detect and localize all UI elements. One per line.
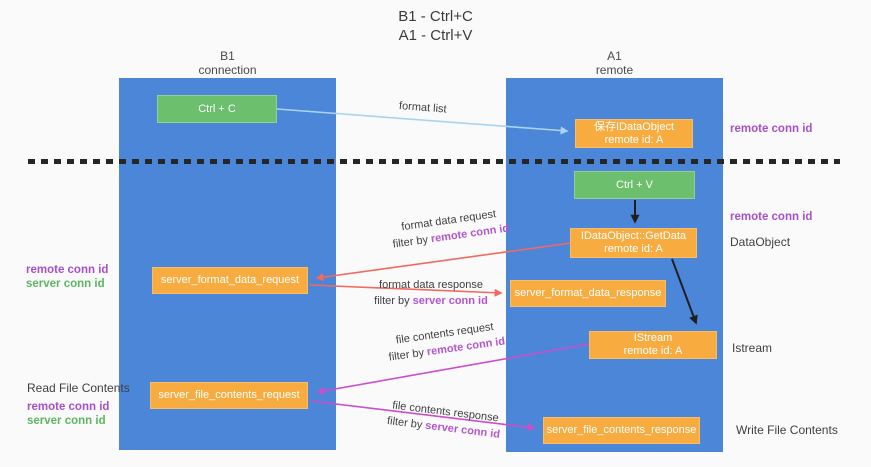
diagram-title: B1 - Ctrl+C A1 - Ctrl+V <box>0 7 871 45</box>
lane-a1-role: remote <box>595 63 634 77</box>
remote-conn-id-label-top: remote conn id <box>730 123 813 135</box>
format-remote-conn-id-label: remote conn id <box>26 264 109 276</box>
server-format-data-request-node: server_format_data_request <box>152 267 308 294</box>
server-format-data-request-label: server_format_data_request <box>160 274 300 286</box>
title-line-1: B1 - Ctrl+C <box>398 8 473 25</box>
read-file-contents-label: Read File Contents <box>27 381 130 395</box>
ctrl-v-node: Ctrl + V <box>574 171 695 199</box>
ctrl-v-label: Ctrl + V <box>616 178 653 191</box>
server-conn-id-key: server conn id <box>412 295 488 307</box>
filter-by-text: filter by <box>392 233 429 251</box>
lane-b1-name: B1 <box>220 49 235 63</box>
idataobject-getdata-node: IDataObject::GetData remote id: A <box>570 228 697 258</box>
lane-a1-name: A1 <box>607 49 622 63</box>
saved-idataobject-line1: 保存IDataObject <box>593 120 675 133</box>
server-file-contents-response-node: server_file_contents_response <box>543 417 700 444</box>
server-file-contents-request-label: server_file_contents_request <box>158 389 300 401</box>
format-conn-id-labels: remote conn id server conn id <box>26 263 108 291</box>
istream-node: IStream remote id: A <box>589 331 717 359</box>
ctrl-c-node: Ctrl + C <box>157 95 277 123</box>
getdata-line1: IDataObject::GetData <box>580 230 687 242</box>
server-format-data-response-node: server_format_data_response <box>510 280 666 307</box>
filter-by-text: filter by <box>386 414 424 432</box>
file-server-conn-id-label: server conn id <box>27 415 106 427</box>
istream-line1: IStream <box>633 332 673 344</box>
ctrl-c-label: Ctrl + C <box>198 102 236 115</box>
dashed-divider-line <box>28 159 840 164</box>
istream-side-label: Istream <box>732 341 773 355</box>
remote-conn-id-label-mid: remote conn id <box>730 211 813 223</box>
server-file-contents-response-label: server_file_contents_response <box>546 424 697 436</box>
saved-idataobject-line2: remote id: A <box>604 133 664 146</box>
saved-idataobject-node: 保存IDataObject remote id: A <box>575 119 693 148</box>
format-data-request-label: format data request filter byremote conn… <box>381 203 519 253</box>
format-list-label: format list <box>398 100 448 116</box>
title-line-2: A1 - Ctrl+V <box>398 27 473 44</box>
file-remote-conn-id-label: remote conn id <box>27 401 110 413</box>
getdata-line2: remote id: A <box>604 243 663 255</box>
server-file-contents-request-node: server_file_contents_request <box>150 382 308 409</box>
format-data-response-text: format data response <box>379 279 483 291</box>
dataobject-label: DataObject <box>730 235 791 249</box>
write-file-contents-label: Write File Contents <box>736 423 838 437</box>
lane-b1-role: connection <box>198 63 257 77</box>
format-server-conn-id-label: server conn id <box>26 278 105 290</box>
lane-header-b1: B1 connection <box>119 49 336 77</box>
filter-by-text: filter by <box>374 295 410 307</box>
file-contents-request-label: file contents request filter byremote co… <box>377 316 515 366</box>
server-format-data-response-label: server_format_data_response <box>514 287 662 299</box>
file-conn-id-labels: Read File Contents remote conn id server… <box>27 381 130 428</box>
lane-header-a1: A1 remote <box>506 49 723 77</box>
istream-line2: remote id: A <box>623 345 683 357</box>
filter-by-text: filter by <box>388 346 425 364</box>
